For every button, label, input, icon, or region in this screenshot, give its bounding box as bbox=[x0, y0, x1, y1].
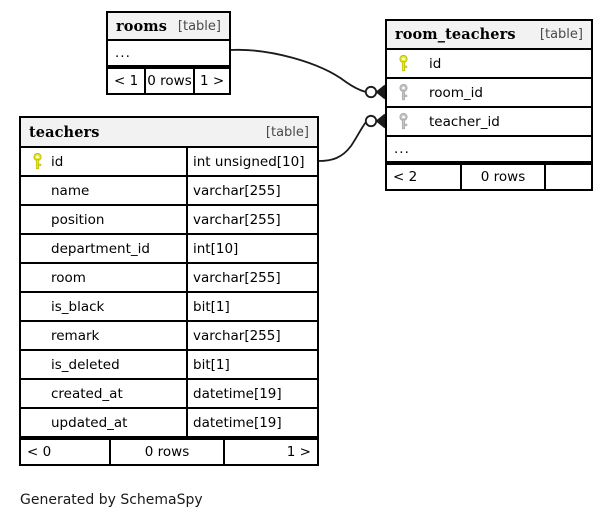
key-icon bbox=[27, 153, 47, 170]
key-icon bbox=[393, 55, 413, 72]
column-name: id bbox=[429, 55, 442, 72]
table-teachers-tag: [table] bbox=[265, 124, 309, 140]
column-type: bit[1] bbox=[186, 293, 317, 320]
column-type: varchar[255] bbox=[186, 206, 317, 233]
column-name: room_id bbox=[429, 84, 483, 101]
column-type: int unsigned[10] bbox=[186, 148, 317, 175]
column-type: datetime[19] bbox=[186, 380, 317, 407]
column-name: is_black bbox=[51, 298, 105, 315]
relationship-rooms-to-room-teachers bbox=[229, 48, 386, 100]
column-name: position bbox=[51, 211, 105, 228]
column-name: remark bbox=[51, 327, 100, 344]
table-teachers-title: teachers bbox=[29, 123, 100, 141]
table-row[interactable]: id bbox=[387, 50, 591, 79]
key-icon bbox=[393, 113, 413, 130]
table-teachers-next-button[interactable]: 1 > bbox=[286, 444, 311, 460]
column-type: int[10] bbox=[186, 235, 317, 262]
table-teachers-footer: < 0 0 rows 1 > bbox=[21, 438, 317, 464]
column-type: varchar[255] bbox=[186, 322, 317, 349]
table-room-teachers-footer: < 2 0 rows bbox=[387, 163, 591, 189]
column-type: bit[1] bbox=[186, 351, 317, 378]
table-teachers-header: teachers [table] bbox=[21, 118, 317, 148]
column-name: is_deleted bbox=[51, 356, 120, 373]
table-room-teachers-title: room_teachers bbox=[395, 26, 516, 43]
table-rooms-next-button[interactable]: 1 > bbox=[200, 73, 225, 89]
column-name: room bbox=[51, 269, 86, 286]
table-row[interactable]: created_at datetime[19] bbox=[21, 380, 317, 409]
column-name: updated_at bbox=[51, 414, 128, 431]
column-name: id bbox=[51, 153, 64, 170]
table-row[interactable]: updated_at datetime[19] bbox=[21, 409, 317, 438]
table-room-teachers-next-button[interactable] bbox=[546, 165, 591, 189]
table-rooms-footer: < 1 0 rows 1 > bbox=[108, 67, 229, 93]
table-row[interactable]: name varchar[255] bbox=[21, 177, 317, 206]
column-type: datetime[19] bbox=[186, 409, 317, 436]
table-teachers-rowcount: 0 rows bbox=[109, 440, 225, 464]
table-row[interactable]: id int unsigned[10] bbox=[21, 148, 317, 177]
table-rooms-prev-button[interactable]: < 1 bbox=[114, 73, 139, 89]
table-rooms-tag: [table] bbox=[177, 18, 221, 34]
table-row[interactable]: room_id bbox=[387, 79, 591, 108]
column-type: varchar[255] bbox=[186, 264, 317, 291]
column-type: varchar[255] bbox=[186, 177, 317, 204]
table-teachers[interactable]: teachers [table] id int unsigned[10] bbox=[19, 116, 319, 466]
column-name: name bbox=[51, 182, 90, 199]
table-row[interactable]: is_deleted bit[1] bbox=[21, 351, 317, 380]
table-rooms-header: rooms [table] bbox=[108, 13, 229, 41]
table-row[interactable]: remark varchar[255] bbox=[21, 322, 317, 351]
table-room-teachers-ellipsis-row: ... bbox=[387, 137, 591, 163]
table-row[interactable]: room varchar[255] bbox=[21, 264, 317, 293]
table-room-teachers[interactable]: room_teachers [table] id bbox=[385, 19, 593, 191]
table-row[interactable]: teacher_id bbox=[387, 108, 591, 137]
table-room-teachers-tag: [table] bbox=[539, 27, 583, 42]
table-row[interactable]: position varchar[255] bbox=[21, 206, 317, 235]
key-icon bbox=[393, 84, 413, 101]
column-name: teacher_id bbox=[429, 113, 500, 130]
table-room-teachers-prev-button[interactable]: < 2 bbox=[393, 169, 418, 185]
relationship-teachers-to-room-teachers bbox=[318, 113, 386, 162]
table-rooms-rowcount: 0 rows bbox=[144, 69, 195, 93]
column-name: department_id bbox=[51, 240, 150, 257]
diagram-caption: Generated by SchemaSpy bbox=[20, 492, 203, 508]
table-rooms[interactable]: rooms [table] ... < 1 0 rows 1 > bbox=[106, 11, 231, 95]
table-rooms-title: rooms bbox=[116, 17, 167, 35]
table-teachers-prev-button[interactable]: < 0 bbox=[27, 444, 52, 460]
table-row[interactable]: department_id int[10] bbox=[21, 235, 317, 264]
table-room-teachers-rowcount: 0 rows bbox=[460, 165, 546, 189]
column-name: created_at bbox=[51, 385, 123, 402]
table-room-teachers-header: room_teachers [table] bbox=[387, 21, 591, 50]
table-row[interactable]: is_black bit[1] bbox=[21, 293, 317, 322]
table-rooms-ellipsis-row: ... bbox=[108, 41, 229, 67]
